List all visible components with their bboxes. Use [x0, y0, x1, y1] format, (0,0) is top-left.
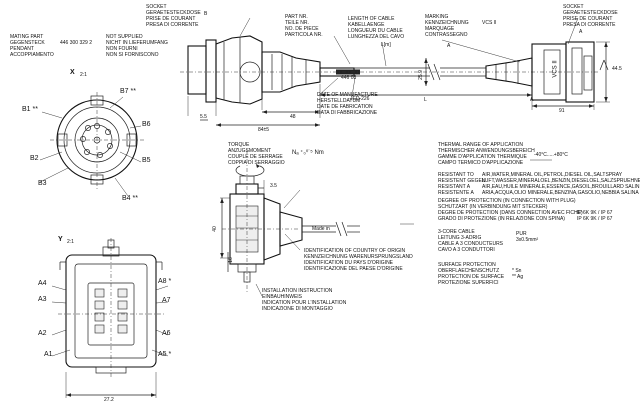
- made-in-mark: Made in: [312, 226, 330, 232]
- pin-label-a3: A3: [38, 296, 47, 303]
- pin-label-b5: B5: [142, 157, 151, 164]
- dim-84: 84±5: [258, 127, 270, 133]
- surface-protection-label: SURFACE PROTECTION OBERFLAECHENSCHUTZ PR…: [438, 262, 505, 286]
- dim-48: 48: [290, 114, 296, 120]
- cable-length-symbol: L[m]: [381, 42, 391, 48]
- cable-spec-value: PUR 3x0.5mm²: [516, 231, 539, 243]
- socket-label-right: SOCKET GERAETESTECKDOSE PRISE DE COURANT…: [563, 4, 618, 28]
- marking-a-symbol: A: [447, 43, 451, 49]
- dim-27-2: 27.2: [104, 397, 114, 403]
- dim-3-5: 3.5: [270, 183, 277, 189]
- view-y-plug-face: [51, 238, 169, 398]
- pin-label-b6: B6: [142, 121, 151, 128]
- dim-40: 40: [211, 226, 218, 232]
- part-number-label: PART NR. TEILE NR. NO. DE PIECE PARTICOL…: [285, 14, 323, 38]
- socket-index-b: B: [204, 11, 208, 17]
- view-y-scale: 2:1: [67, 239, 74, 245]
- view-x-scale: 2:1: [80, 72, 87, 78]
- marking-vcs-on-plug: VCS II: [552, 60, 559, 78]
- dim-16: 16: [227, 257, 234, 263]
- top-side-view: [180, 17, 610, 127]
- thermal-label: THERMAL RANGE OF APPLICATION THERMISCHER…: [438, 142, 535, 166]
- view-x-socket-face: [39, 92, 145, 197]
- mating-part-label: MATING PART GEGENSTECK PENDANT ACCOPPIAM…: [10, 34, 54, 58]
- cable-length-label: LENGTH OF CABLE KABELLAENGE LONGUEUR DU …: [348, 16, 405, 40]
- socket-index-a: A: [579, 29, 583, 35]
- resistant-value: AIR,WATER,MINERAL OIL,PETROL,DIESEL OIL,…: [482, 172, 640, 196]
- dim-44-5: 44.5: [612, 66, 622, 72]
- marking-label: MARKING KENNZEICHNUNG MARQUAGE CONTRASSE…: [425, 14, 469, 38]
- thermal-value: -40°C.....+80°C: [534, 152, 568, 158]
- not-supplied-label: NOT SUPPLIED NICHT IN LIEFERUMFANG NON F…: [106, 34, 168, 58]
- view-x-label: X: [70, 69, 75, 76]
- dim-25-9: 25.9: [417, 70, 424, 80]
- cable-print-label: 446 08: [341, 75, 357, 81]
- country-of-origin-label: IDENTIFICATION OF COUNTRY OF ORIGIN KENN…: [304, 248, 413, 272]
- pin-label-a5: A5 *: [158, 351, 172, 358]
- pin-label-a2: A2: [38, 330, 47, 337]
- pin-label-a6: A6: [162, 330, 171, 337]
- resistant-label: RESISTANT TO RESISTENT GEGEN RESISTANT A…: [438, 172, 486, 196]
- torque-label: TORQUE ANZUGSMOMENT COUPLE DE SERRAGE CO…: [228, 142, 285, 166]
- surface-protection-value: * Sn ** Ag: [512, 268, 524, 280]
- protection-value: IP 6K 9K / IP 67 IP 6K 9K / IP 67: [577, 210, 613, 222]
- pin-label-a7: A7: [162, 297, 171, 304]
- installation-label: INSTALLATION INSTRUCTION EINBAUHINWEIS I…: [262, 288, 347, 312]
- pin-label-b7: B7 **: [120, 88, 136, 95]
- side-section-view: [220, 150, 360, 297]
- dim-l: L: [424, 97, 427, 103]
- jed-mark: JED-226: [350, 96, 370, 102]
- dim-5-5: 5.5: [200, 114, 207, 120]
- pin-label-a1: A1: [44, 351, 53, 358]
- date-of-manufacture-label: DATE OF MANUFACTURE HERSTELLDATUM DATE D…: [317, 92, 378, 116]
- pin-label-b3: B3: [38, 180, 47, 187]
- socket-label-left: SOCKET GERAETESTECKDOSE PRISE DE COURANT…: [146, 4, 201, 28]
- protection-label: DEGREE OF PROTECTION (IN CONNECTION WITH…: [438, 198, 583, 222]
- pin-label-a8: A8 *: [158, 278, 172, 285]
- pin-label-b2: B2: [30, 155, 39, 162]
- pin-label-b1: B1 **: [22, 106, 38, 113]
- pin-label-b4: B4 **: [122, 195, 138, 202]
- torque-value: Nₐ ⁺₀⁰˙⁵ Nm: [292, 150, 324, 156]
- dim-91: 91: [559, 108, 565, 114]
- marking-value: VCS II: [482, 20, 497, 26]
- view-y-label: Y: [58, 236, 63, 243]
- pin-label-a4: A4: [38, 280, 47, 287]
- spec-block-lines: [400, 159, 552, 225]
- mating-part-number: 446 300 329 2: [60, 40, 92, 46]
- marking-a-right: A: [530, 97, 534, 103]
- cable-core-label: 3-CORE CABLE LEITUNG 3-ADRIG CABLE A 3 C…: [438, 229, 504, 253]
